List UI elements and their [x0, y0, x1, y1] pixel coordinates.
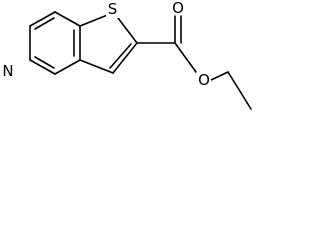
bond-c7-c6-inner	[34, 17, 55, 30]
pyridine-ring	[29, 11, 81, 75]
atom-labels: S N O O	[1, 0, 211, 89]
bond-c7a-s1	[79, 13, 111, 27]
thiophene-ring	[79, 13, 138, 74]
ester-oxygen-label: O	[198, 71, 210, 89]
bond-ch2-ch3	[227, 71, 252, 110]
bond-n5-c4-inner	[34, 56, 55, 69]
bond-carbonyl-ester-o	[174, 42, 197, 73]
bond-c4-c3a	[54, 59, 81, 75]
carbonyl-oxygen-label: O	[172, 0, 184, 17]
bond-s1-c2	[114, 13, 138, 44]
bond-c3-c3a	[79, 59, 114, 74]
bond-n5-c4	[29, 59, 56, 75]
bond-c2-c3	[112, 42, 138, 74]
ester-group	[136, 15, 252, 110]
bond-c2-c3-inner	[109, 43, 132, 69]
nitrogen-atom-label: N	[2, 62, 13, 80]
bond-ester-o-ch2	[210, 71, 229, 81]
sulfur-atom-label: S	[108, 0, 118, 18]
bond-c7a-c7	[54, 11, 81, 27]
bond-c7-c6	[29, 11, 56, 27]
chemical-structure-diagram: S N O O	[1, 0, 252, 110]
